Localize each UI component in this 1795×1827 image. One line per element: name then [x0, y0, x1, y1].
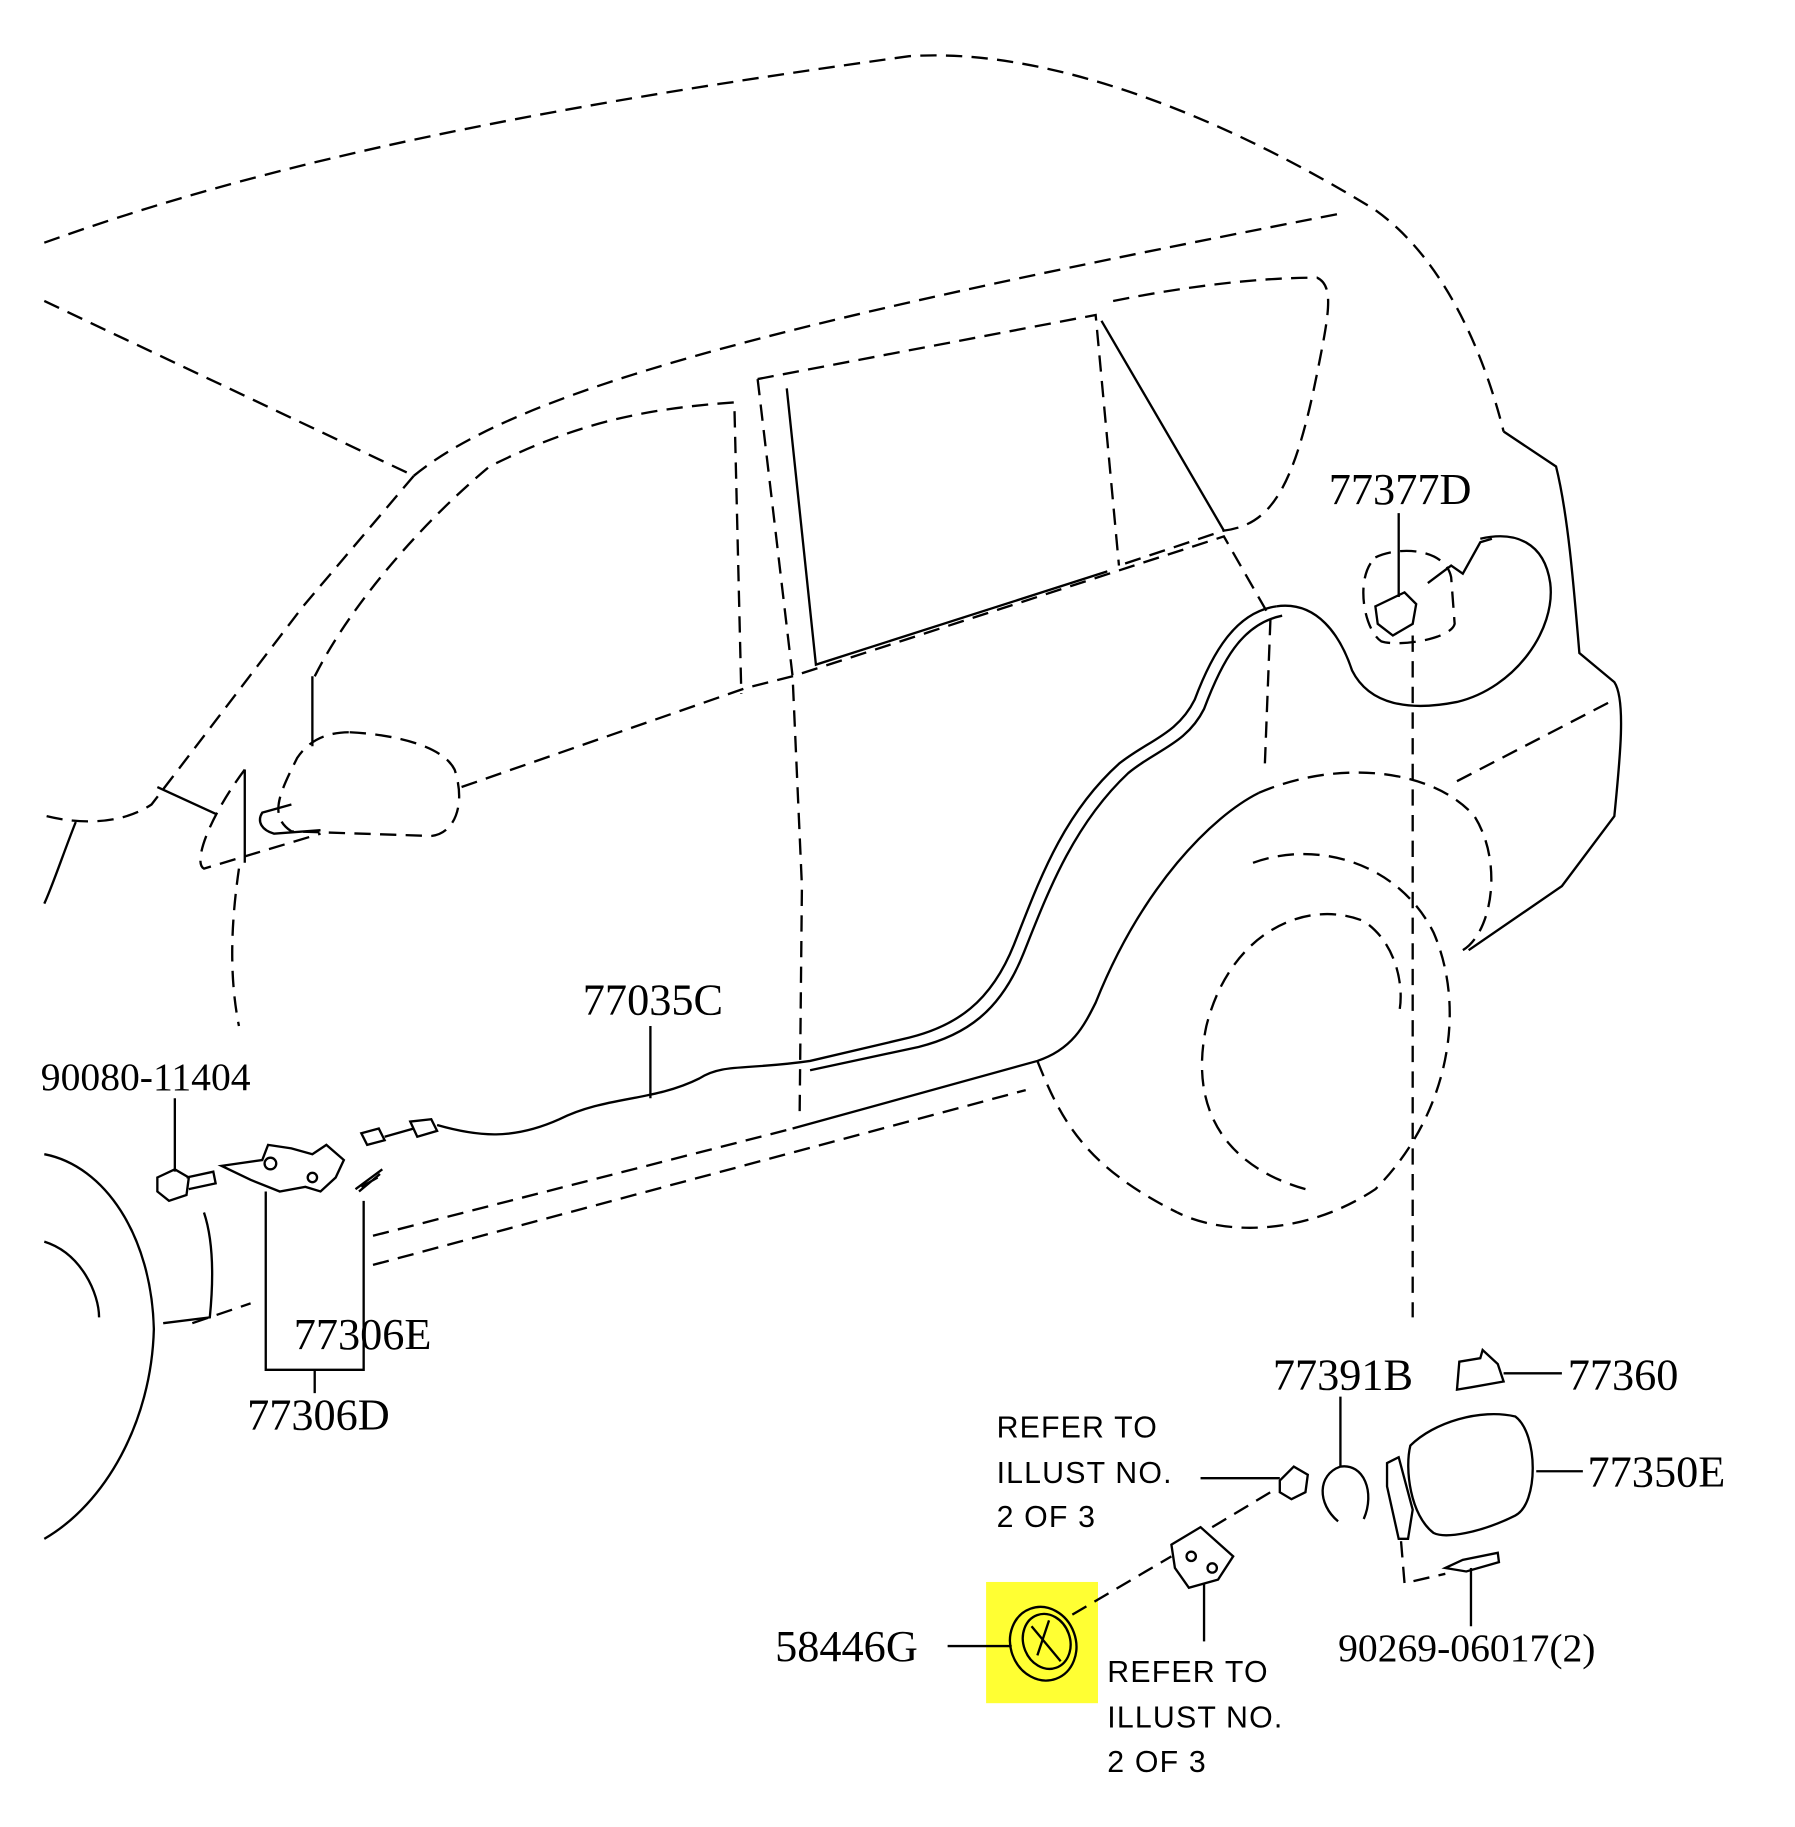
fuel-cap-assembly — [986, 1347, 1534, 1704]
bolt-90080 — [156, 1168, 218, 1203]
label-77035C[interactable]: 77035C — [583, 975, 723, 1024]
leader-lines — [173, 513, 1583, 1648]
refer-note-line: ILLUST NO. — [1107, 1702, 1283, 1735]
spring-77306E — [354, 1168, 384, 1193]
refer-note-line: 2 OF 3 — [1107, 1746, 1207, 1779]
refer-note-line: ILLUST NO. — [997, 1457, 1173, 1490]
label-77350E[interactable]: 77350E — [1588, 1447, 1726, 1496]
refer-note-line: REFER TO — [1107, 1656, 1268, 1689]
label-77391B[interactable]: 77391B — [1273, 1351, 1413, 1400]
label-77360[interactable]: 77360 — [1568, 1351, 1679, 1400]
label-90080-11404[interactable]: 90080-11404 — [41, 1055, 251, 1099]
refer-note-line: 2 OF 3 — [997, 1501, 1097, 1534]
fuel-lid-lock-77377D — [1362, 537, 1493, 645]
vehicle-outline — [43, 54, 1623, 1540]
label-77306D[interactable]: 77306D — [247, 1390, 390, 1439]
label-77377D[interactable]: 77377D — [1329, 465, 1472, 514]
part-labels: 77377D 77035C 90080-11404 77306E 77306D … — [41, 465, 1725, 1779]
fuel-lid-opener-lever — [217, 1143, 346, 1193]
refer-note-1: REFER TO ILLUST NO. 2 OF 3 — [997, 1411, 1173, 1534]
label-90269-06017[interactable]: 90269-06017(2) — [1338, 1626, 1595, 1670]
label-58446G[interactable]: 58446G — [775, 1622, 918, 1671]
label-77306E[interactable]: 77306E — [294, 1310, 432, 1359]
refer-note-2: REFER TO ILLUST NO. 2 OF 3 — [1107, 1656, 1283, 1779]
refer-note-line: REFER TO — [997, 1411, 1158, 1444]
cable-end — [359, 1117, 439, 1147]
